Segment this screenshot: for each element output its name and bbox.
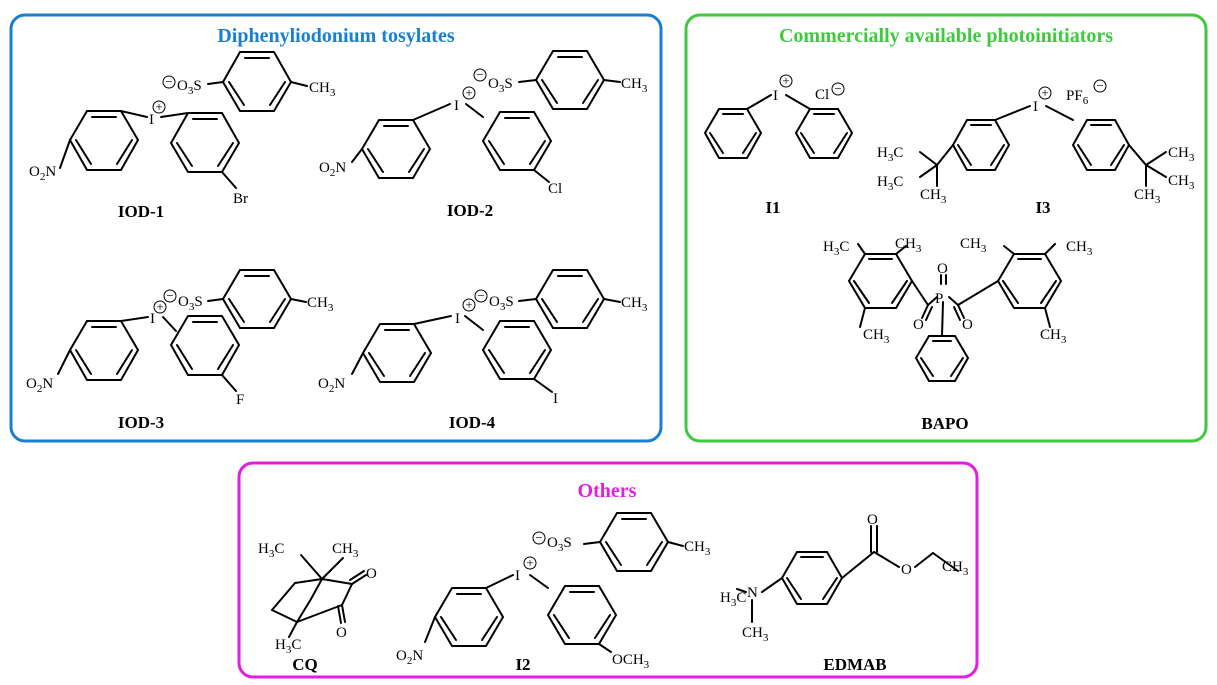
panel-others-frame: [237, 461, 979, 679]
svg-text:Br: Br: [233, 191, 248, 207]
svg-text:O3S: O3S: [488, 76, 513, 95]
svg-text:I: I: [1033, 99, 1038, 115]
svg-text:P: P: [935, 291, 943, 307]
iod-3-label: IOD-3: [118, 413, 164, 432]
svg-text:CH3: CH3: [621, 76, 648, 95]
svg-text:I: I: [773, 88, 778, 104]
i3-label: I3: [1035, 198, 1050, 217]
svg-text:CH3: CH3: [621, 295, 648, 314]
edmab-structure: O O N H3C CH3 CH3: [720, 512, 969, 644]
panel-tosylates-title: Diphenyliodonium tosylates: [217, 25, 454, 47]
svg-text:O3S: O3S: [489, 294, 514, 313]
svg-text:H3C: H3C: [823, 239, 849, 258]
svg-text:I: I: [150, 311, 155, 327]
svg-text:N: N: [747, 585, 758, 601]
svg-text:CH3: CH3: [1066, 239, 1093, 258]
svg-text:O: O: [913, 317, 924, 333]
iod-3-structure: I + − O3S CH3 O2N F: [26, 269, 334, 408]
svg-text:I: I: [455, 311, 460, 327]
svg-text:H3C: H3C: [877, 174, 903, 193]
iod-4-structure: I + − O3S CH3 O2N I: [318, 269, 648, 407]
svg-text:−: −: [477, 288, 484, 303]
svg-text:−: −: [1096, 78, 1103, 93]
svg-text:CH3: CH3: [332, 541, 359, 560]
svg-text:CH3: CH3: [1168, 173, 1195, 192]
svg-text:O3S: O3S: [547, 535, 572, 554]
svg-text:O: O: [962, 317, 973, 333]
svg-text:CH3: CH3: [1040, 327, 1067, 346]
svg-text:Cl: Cl: [815, 87, 829, 103]
iod-1-structure: I + − O3S CH3 O2N Br: [29, 51, 336, 207]
i1-label: I1: [765, 198, 780, 217]
svg-text:CH3: CH3: [307, 295, 334, 314]
svg-text:H3C: H3C: [275, 637, 301, 656]
svg-text:I: I: [149, 112, 154, 128]
svg-text:O: O: [901, 562, 912, 578]
iod-2-structure: I + − O3S CH3 O2N Cl: [319, 50, 648, 197]
svg-text:+: +: [1041, 85, 1048, 100]
svg-text:H3C: H3C: [720, 590, 746, 609]
svg-text:O: O: [366, 566, 377, 582]
panel-tosylates-frame: [9, 13, 663, 443]
bapo-structure: P O O O H3C CH3 CH3 CH3 CH3 CH3: [823, 236, 1093, 382]
svg-text:CH3: CH3: [684, 539, 711, 558]
svg-text:CH3: CH3: [1168, 145, 1195, 164]
svg-text:−: −: [535, 530, 542, 545]
svg-text:+: +: [526, 555, 533, 570]
iod-1-label: IOD-1: [118, 202, 164, 221]
svg-text:H3C: H3C: [258, 541, 284, 560]
i2-structure: I + − O3S CH3 O2N OCH3: [396, 512, 711, 671]
svg-text:Cl: Cl: [548, 181, 562, 197]
edmab-label: EDMAB: [823, 655, 886, 674]
bapo-label: BAPO: [921, 414, 968, 433]
svg-text:O2N: O2N: [396, 648, 423, 667]
i3-structure: I + PF6 − H3C H3C CH3 CH3 CH3 CH3: [877, 78, 1195, 206]
cq-structure: H3C CH3 H3C O O: [258, 541, 377, 656]
svg-text:O3S: O3S: [178, 294, 203, 313]
svg-text:CH3: CH3: [960, 236, 987, 255]
svg-text:CH3: CH3: [895, 236, 922, 255]
i2-label: I2: [515, 655, 530, 674]
svg-text:H3C: H3C: [877, 145, 903, 164]
svg-text:O2N: O2N: [319, 160, 346, 179]
svg-text:I: I: [454, 98, 459, 114]
svg-text:OCH3: OCH3: [612, 652, 650, 671]
panel-others-title: Others: [578, 480, 637, 502]
svg-text:+: +: [465, 85, 472, 100]
svg-text:F: F: [236, 392, 244, 408]
svg-text:CH3: CH3: [942, 559, 969, 578]
svg-text:−: −: [476, 67, 483, 82]
svg-text:CH3: CH3: [863, 327, 890, 346]
panel-commercial-frame: [684, 13, 1208, 443]
svg-text:CH3: CH3: [742, 625, 769, 644]
iod-4-label: IOD-4: [449, 413, 496, 432]
svg-text:+: +: [155, 99, 162, 114]
svg-text:+: +: [156, 299, 163, 314]
svg-text:O: O: [867, 512, 878, 528]
svg-text:O3S: O3S: [177, 78, 202, 97]
iod-2-label: IOD-2: [447, 201, 493, 220]
svg-text:I: I: [553, 391, 558, 407]
svg-text:CH3: CH3: [1134, 187, 1161, 206]
svg-text:O2N: O2N: [29, 164, 56, 183]
svg-text:+: +: [782, 73, 789, 88]
svg-text:O: O: [336, 625, 347, 641]
svg-text:PF6: PF6: [1066, 88, 1089, 107]
svg-text:CH3: CH3: [920, 187, 947, 206]
i1-structure: I + Cl −: [703, 73, 854, 159]
cq-label: CQ: [292, 655, 318, 674]
svg-text:O: O: [937, 261, 948, 277]
svg-text:I: I: [515, 568, 520, 584]
svg-text:−: −: [165, 74, 172, 89]
svg-text:−: −: [166, 288, 173, 303]
svg-text:O2N: O2N: [318, 376, 345, 395]
svg-text:CH3: CH3: [309, 80, 336, 99]
svg-text:+: +: [465, 297, 472, 312]
panel-commercial-title: Commercially available photoinitiators: [779, 25, 1113, 47]
svg-text:O2N: O2N: [26, 376, 53, 395]
svg-text:−: −: [834, 81, 841, 96]
